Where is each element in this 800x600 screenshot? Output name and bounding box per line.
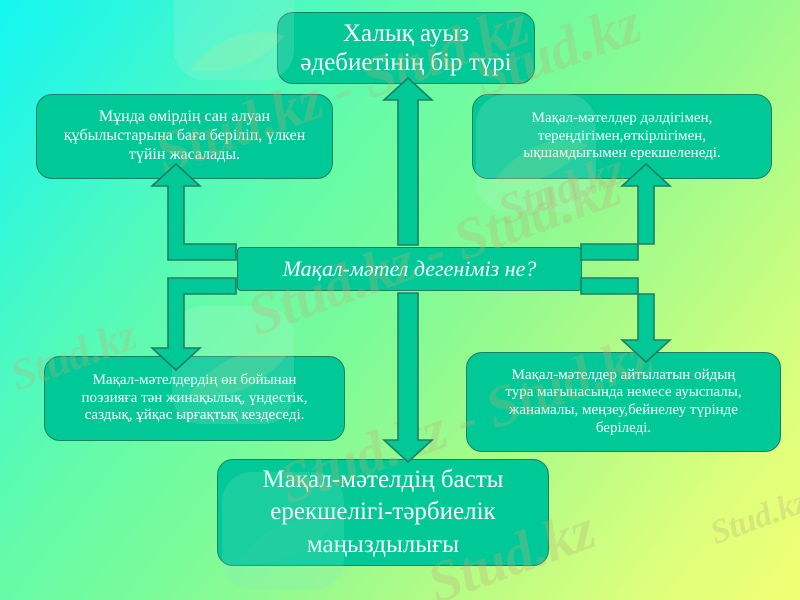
box-upper-left-line3: түйін жасалады.	[128, 145, 241, 163]
box-upper-left-line1: Мұнда өмірдің сан алуан	[98, 108, 271, 126]
box-top-concept[interactable]: Халық ауыз әдебиетінің бір түрі	[277, 12, 535, 84]
box-lower-left[interactable]: Мақал-мәтелдердің өн бойынан поэзияға тә…	[44, 356, 345, 441]
box-bottom-text: Мақал-мәтелдің басты ерекшелігі-тәрбиелі…	[228, 464, 538, 562]
box-lower-right-line1: Мақал-мәтелдер айтылатын ойдың	[511, 366, 736, 383]
box-upper-right-line1: Мақал-мәтелдер дәлдігімен,	[531, 109, 713, 126]
box-top-text: Халық ауыз әдебиетінің бір түрі	[288, 19, 524, 78]
arrow-down-icon	[381, 292, 435, 464]
box-upper-left-line2: құбылыстарына баға беріліп, үлкен	[63, 127, 306, 145]
box-lower-right-line4: беріледі.	[595, 419, 652, 436]
box-top-line1: Халық ауыз	[342, 19, 470, 47]
box-bottom-line1: Мақал-мәтелдің басты	[262, 465, 504, 493]
box-lower-left-line1: Мақал-мәтелдердің өн бойынан	[92, 371, 297, 388]
box-lower-right[interactable]: Мақал-мәтелдер айтылатын ойдың тура мағы…	[466, 352, 781, 452]
box-upper-left[interactable]: Мұнда өмірдің сан алуан құбылыстарына ба…	[36, 94, 333, 179]
arrow-up-icon	[381, 76, 435, 246]
elbow-arrow-up-right-icon	[580, 162, 673, 261]
box-top-line2: әдебиетінің бір түрі	[300, 49, 512, 76]
box-lower-right-line2: тура мағынасында немесе ауыспалы,	[505, 384, 742, 401]
box-lower-left-line3: саздық, ұйқас ырғақтық кездеседі.	[84, 407, 305, 424]
box-upper-right-line2: тереңдігімен,өткірлігімен,	[537, 127, 707, 144]
box-lower-left-line2: поэзияға тән жинақылық, үндестік,	[81, 389, 308, 406]
box-upper-left-text: Мұнда өмірдің сан алуан құбылыстарына ба…	[47, 108, 322, 165]
box-lower-right-line3: жанамалы, меңзеу,бейнелеу түрінде	[509, 402, 738, 418]
box-upper-right-line3: ықшамдығымен ерекшеленеді.	[523, 145, 721, 162]
box-bottom-line2: ерекшелігі-тәрбиелік	[270, 498, 496, 526]
elbow-arrow-down-right-icon	[580, 277, 673, 364]
box-center-text: Мақал-мәтел дегеніміз не?	[282, 256, 537, 282]
box-lower-right-text: Мақал-мәтелдер айтылатын ойдың тура мағы…	[477, 367, 770, 438]
box-bottom-conclusion[interactable]: Мақал-мәтелдің басты ерекшелігі-тәрбиелі…	[217, 459, 549, 566]
elbow-arrow-up-left-icon	[149, 162, 237, 261]
box-bottom-line3: маңыздылығы	[306, 530, 460, 558]
box-lower-left-text: Мақал-мәтелдердің өн бойынан поэзияға тә…	[55, 372, 334, 425]
box-upper-right[interactable]: Мақал-мәтелдер дәлдігімен, тереңдігімен,…	[472, 94, 772, 179]
elbow-arrow-down-left-icon	[149, 277, 237, 372]
box-upper-right-text: Мақал-мәтелдер дәлдігімен, тереңдігімен,…	[483, 110, 761, 163]
box-center-question[interactable]: Мақал-мәтел дегеніміз не?	[237, 247, 582, 291]
